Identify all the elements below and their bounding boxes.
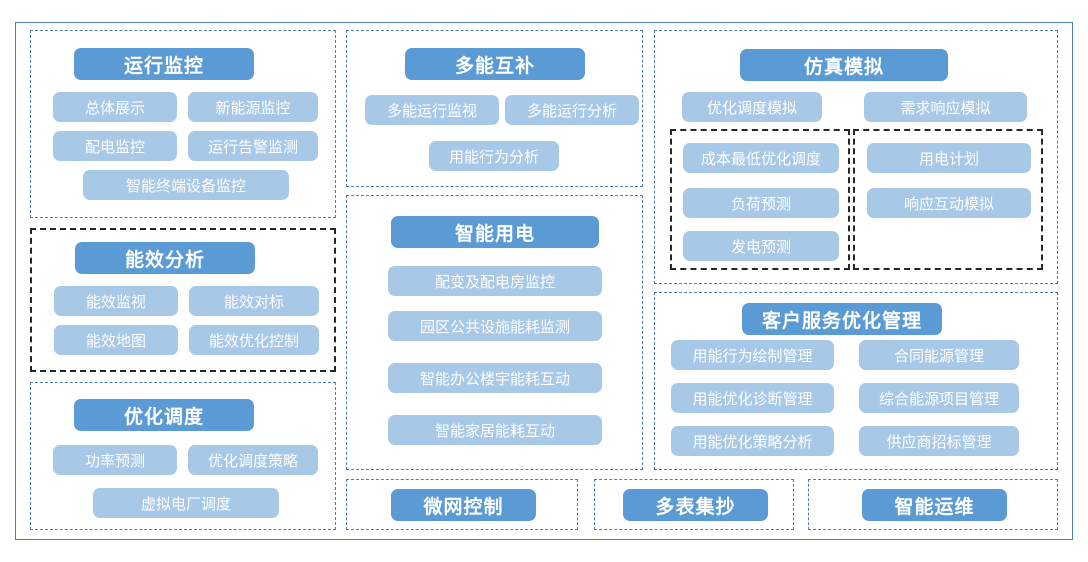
item-pill[interactable]: 用能优化策略分析 <box>671 426 834 456</box>
item-pill[interactable]: 响应互动模拟 <box>867 188 1031 218</box>
item-pill[interactable]: 用能行为分析 <box>429 141 559 171</box>
group-kehu-fuwu: 客户服务优化管理 用能行为绘制管理 合同能源管理 用能优化诊断管理 综合能源项目… <box>654 292 1058 470</box>
item-pill[interactable]: 需求响应模拟 <box>864 92 1027 122</box>
group-header-fangzhen-moni[interactable]: 仿真模拟 <box>740 49 948 81</box>
group-yunxing-jiankong: 运行监控 总体展示 新能源监控 配电监控 运行告警监测 智能终端设备监控 <box>30 30 336 218</box>
group-weiwang-kongzhi: 微网控制 <box>346 479 578 530</box>
group-header-nengxiao-fenxi[interactable]: 能效分析 <box>75 242 255 274</box>
group-zhineng-yongdian: 智能用电 配变及配电房监控 园区公共设施能耗监测 智能办公楼宇能耗互动 智能家居… <box>346 195 643 470</box>
item-pill[interactable]: 多能运行监视 <box>365 95 499 125</box>
item-pill[interactable]: 供应商招标管理 <box>859 426 1019 456</box>
item-pill[interactable]: 智能办公楼宇能耗互动 <box>388 363 602 393</box>
group-header-weiwang-kongzhi[interactable]: 微网控制 <box>391 489 536 521</box>
group-header-duobiao-jichao[interactable]: 多表集抄 <box>623 489 768 521</box>
subgroup-fangzhen-sub-right: 用电计划 响应互动模拟 <box>853 129 1043 270</box>
item-pill[interactable]: 配变及配电房监控 <box>388 266 602 296</box>
item-pill[interactable]: 成本最低优化调度 <box>683 143 839 173</box>
item-pill[interactable]: 能效监视 <box>54 286 178 316</box>
group-header-youhua-diaodu[interactable]: 优化调度 <box>74 399 254 431</box>
item-pill[interactable]: 能效地图 <box>54 325 178 355</box>
group-duobiao-jichao: 多表集抄 <box>594 479 794 530</box>
group-zhineng-yunwei: 智能运维 <box>808 479 1058 530</box>
item-pill[interactable]: 用能行为绘制管理 <box>671 340 834 370</box>
item-pill[interactable]: 总体展示 <box>53 92 177 122</box>
group-header-zhineng-yongdian[interactable]: 智能用电 <box>391 216 599 248</box>
group-fangzhen-moni: 仿真模拟 优化调度模拟 需求响应模拟 成本最低优化调度 负荷预测 发电预测 用电… <box>654 30 1058 284</box>
group-header-zhineng-yunwei[interactable]: 智能运维 <box>862 489 1007 521</box>
group-youhua-diaodu: 优化调度 功率预测 优化调度策略 虚拟电厂调度 <box>30 382 336 530</box>
group-header-duoneng-hubu[interactable]: 多能互补 <box>405 48 585 80</box>
item-pill[interactable]: 用电计划 <box>867 143 1031 173</box>
item-pill[interactable]: 合同能源管理 <box>859 340 1019 370</box>
group-header-yunxing-jiankong[interactable]: 运行监控 <box>74 48 254 80</box>
item-pill[interactable]: 多能运行分析 <box>505 95 639 125</box>
subgroup-fangzhen-sub-left: 成本最低优化调度 负荷预测 发电预测 <box>670 129 850 270</box>
item-pill[interactable]: 能效对标 <box>189 286 319 316</box>
item-pill[interactable]: 负荷预测 <box>683 188 839 218</box>
item-pill[interactable]: 优化调度模拟 <box>682 92 822 122</box>
item-pill[interactable]: 虚拟电厂调度 <box>93 488 279 518</box>
group-nengxiao-fenxi: 能效分析 能效监视 能效对标 能效地图 能效优化控制 <box>30 228 336 372</box>
item-pill[interactable]: 功率预测 <box>53 445 177 475</box>
group-header-kehu-fuwu[interactable]: 客户服务优化管理 <box>742 303 942 335</box>
item-pill[interactable]: 综合能源项目管理 <box>859 383 1019 413</box>
item-pill[interactable]: 智能家居能耗互动 <box>388 415 602 445</box>
item-pill[interactable]: 配电监控 <box>53 131 177 161</box>
item-pill[interactable]: 能效优化控制 <box>189 325 319 355</box>
item-pill[interactable]: 园区公共设施能耗监测 <box>388 311 602 341</box>
item-pill[interactable]: 用能优化诊断管理 <box>671 383 834 413</box>
group-duoneng-hubu: 多能互补 多能运行监视 多能运行分析 用能行为分析 <box>346 30 643 187</box>
item-pill[interactable]: 智能终端设备监控 <box>83 170 289 200</box>
item-pill[interactable]: 发电预测 <box>683 231 839 261</box>
item-pill[interactable]: 新能源监控 <box>188 92 318 122</box>
item-pill[interactable]: 运行告警监测 <box>188 131 318 161</box>
item-pill[interactable]: 优化调度策略 <box>188 445 318 475</box>
